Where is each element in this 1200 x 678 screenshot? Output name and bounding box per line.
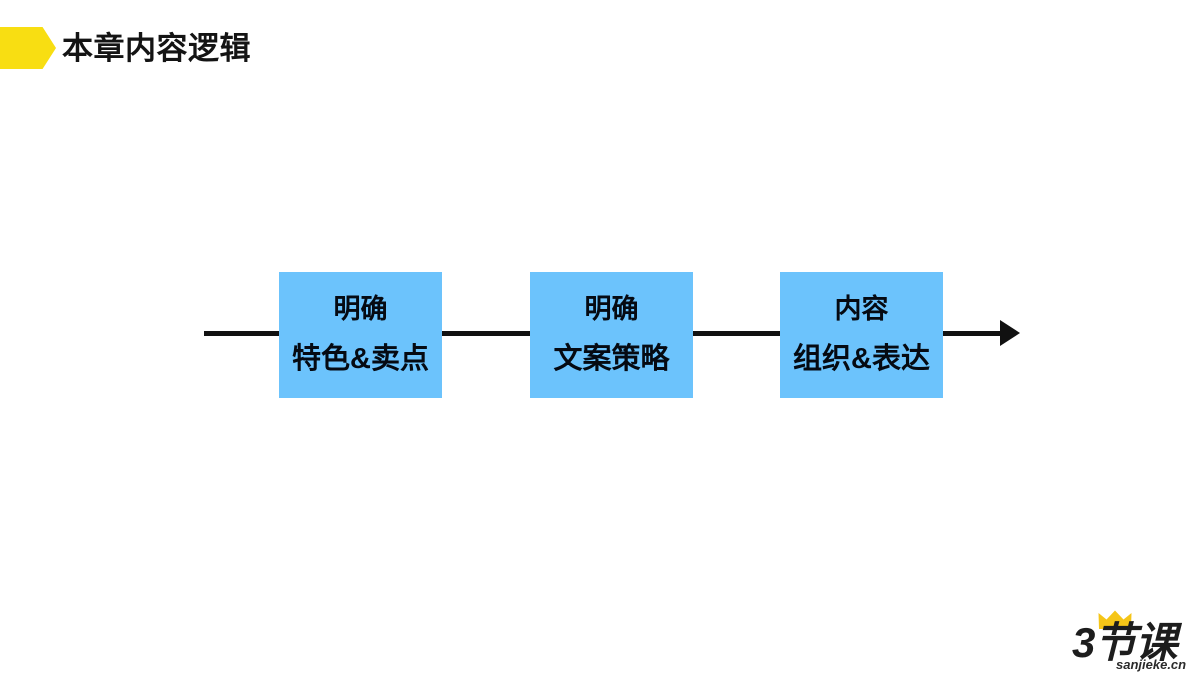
flow-line-end bbox=[940, 331, 1006, 336]
flow-step-box-2[interactable]: 明确 文案策略 bbox=[530, 272, 693, 398]
crown-icon bbox=[1098, 610, 1132, 629]
flow-line-segment-2 bbox=[690, 331, 782, 336]
arrow-head-icon bbox=[1000, 320, 1020, 346]
slide-title-bar: 本章内容逻辑 bbox=[0, 20, 251, 76]
page-title: 本章内容逻辑 bbox=[62, 30, 251, 66]
brand-logo: 3节课 sanjieke.cn bbox=[1072, 610, 1196, 674]
flow-step-1-line2: 特色&卖点 bbox=[292, 343, 429, 375]
flow-step-3-line2: 组织&表达 bbox=[793, 343, 930, 375]
logo-url-text: sanjieke.cn bbox=[1116, 657, 1187, 672]
flow-step-2-line1: 明确 bbox=[584, 294, 639, 324]
pentagon-arrow-marker-icon bbox=[0, 27, 56, 69]
logo-wordmark: 3节课 bbox=[1072, 619, 1177, 666]
flow-line-start bbox=[204, 331, 282, 336]
flow-line-segment-1 bbox=[440, 331, 532, 336]
flow-step-2-line2: 文案策略 bbox=[553, 343, 670, 375]
flow-step-3-line1: 内容 bbox=[834, 294, 889, 324]
flow-step-box-1[interactable]: 明确 特色&卖点 bbox=[279, 272, 442, 398]
flow-step-1-line1: 明确 bbox=[333, 294, 388, 324]
flow-step-box-3[interactable]: 内容 组织&表达 bbox=[780, 272, 943, 398]
